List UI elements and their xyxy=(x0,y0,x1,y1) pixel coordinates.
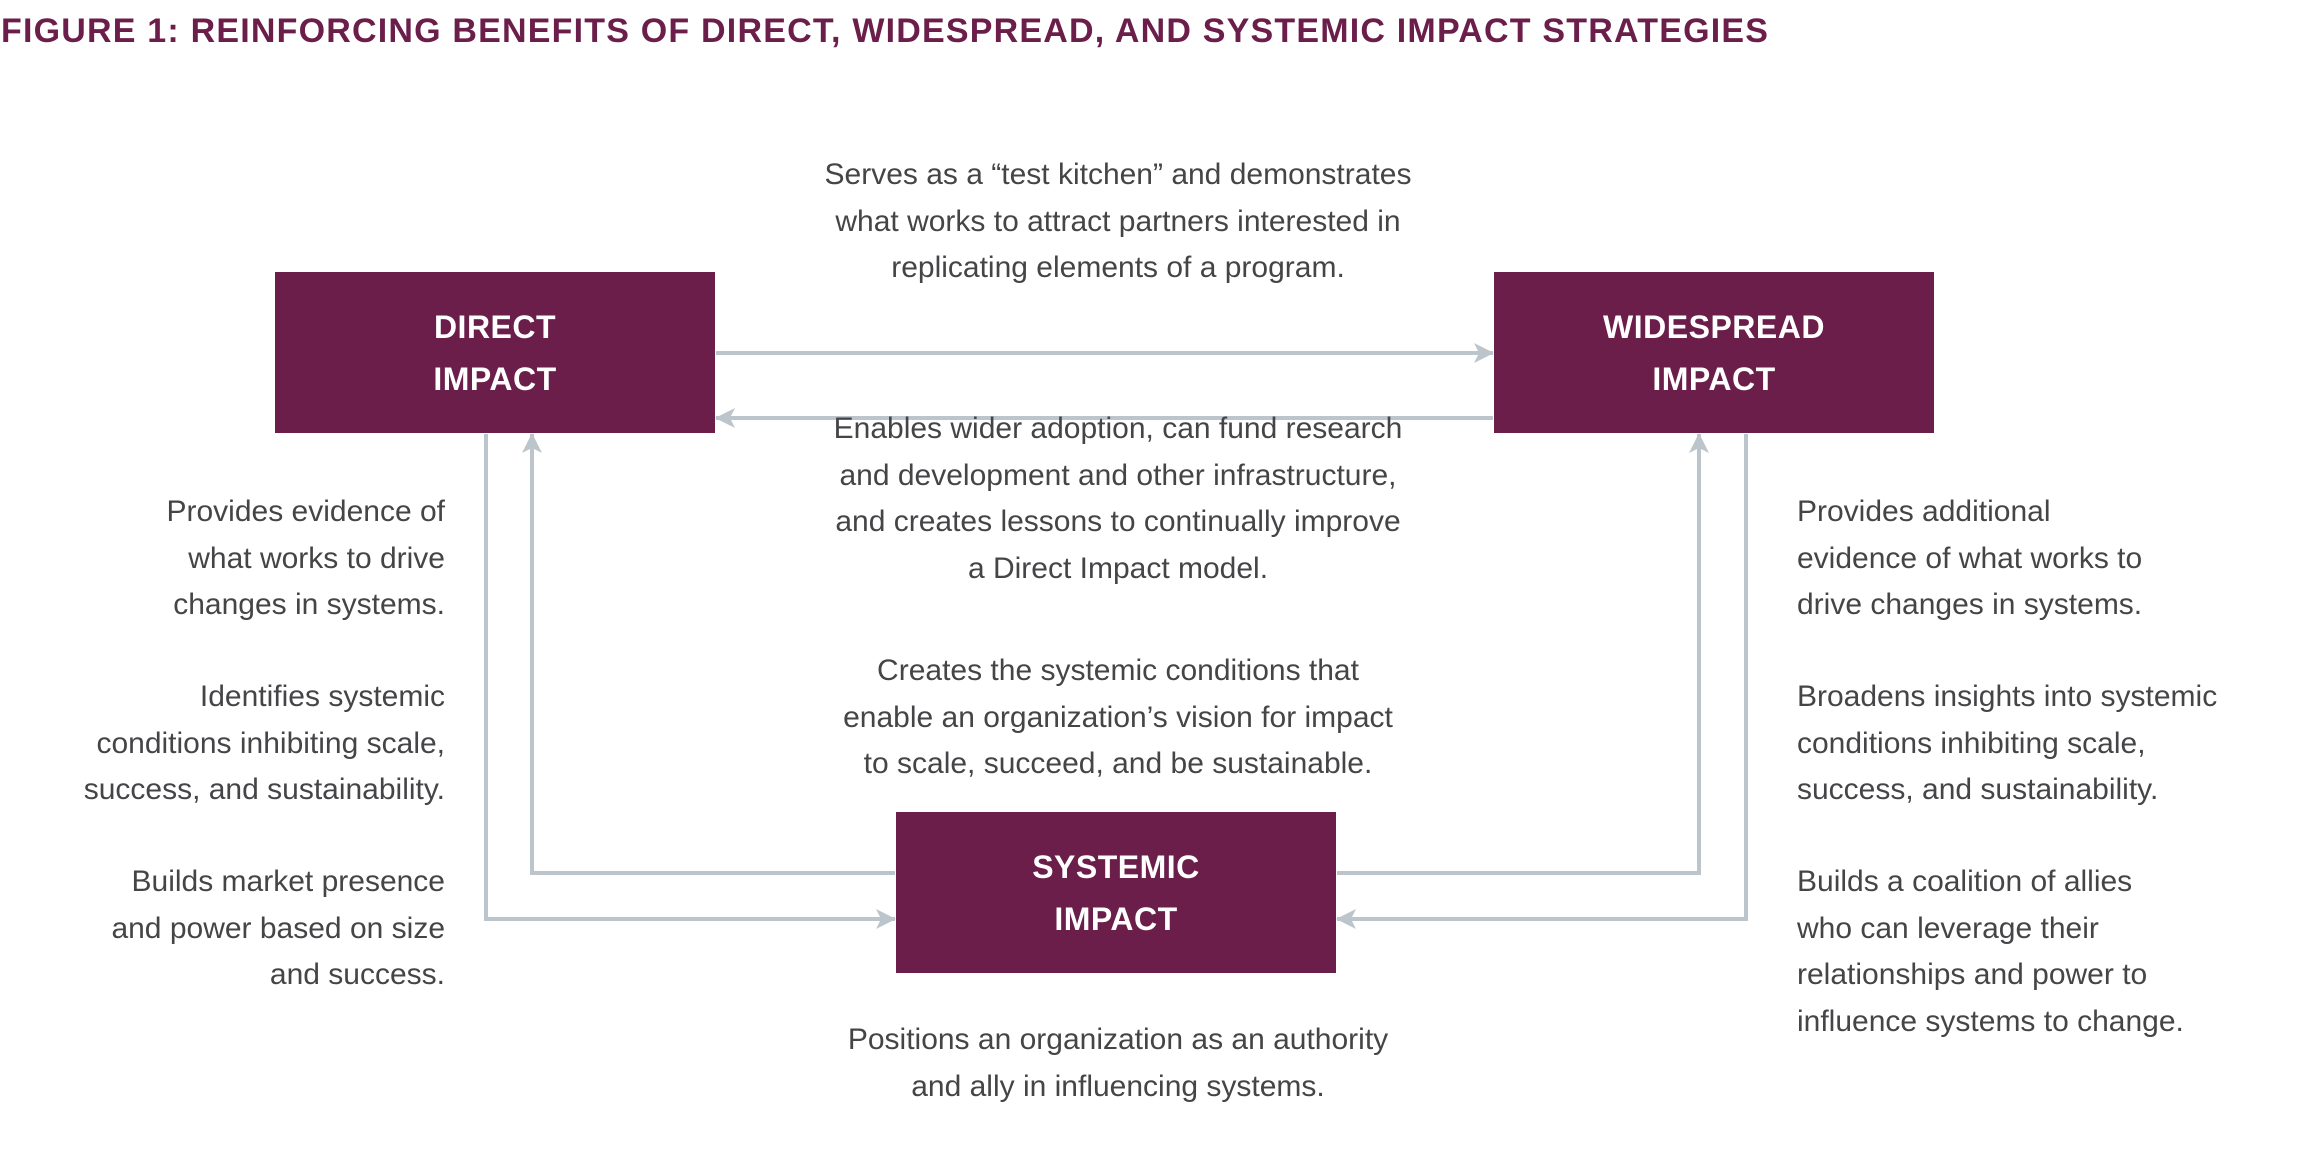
arrow-systemic-to-direct xyxy=(522,433,895,875)
arrow-systemic-to-widespread xyxy=(1337,433,1709,875)
systemic-impact-box: SYSTEMIC IMPACT xyxy=(896,812,1336,973)
annotation-widespread-insights: Broadens insights into systemic conditio… xyxy=(1797,680,2218,806)
figure-title: FIGURE 1: REINFORCING BENEFITS OF DIRECT… xyxy=(1,12,1770,50)
systemic-impact-label: SYSTEMIC IMPACT xyxy=(1032,848,1200,937)
annotation-direct-to-widespread: Serves as a “test kitchen” and demonstra… xyxy=(824,158,1412,284)
arrow-widespread-to-systemic xyxy=(1336,434,1748,929)
widespread-impact-box: WIDESPREAD IMPACT xyxy=(1494,272,1934,433)
annotation-direct-conditions: Identifies systemic conditions inhibitin… xyxy=(83,680,445,806)
annotation-widespread-coalition: Builds a coalition of allies who can lev… xyxy=(1797,865,2184,1038)
widespread-impact-label: WIDESPREAD IMPACT xyxy=(1603,308,1825,397)
arrow-direct-to-systemic xyxy=(484,434,896,929)
direct-impact-label: DIRECT IMPACT xyxy=(433,308,557,397)
annotation-direct-market: Builds market presence and power based o… xyxy=(111,865,445,991)
direct-impact-box: DIRECT IMPACT xyxy=(275,272,715,433)
annotation-direct-evidence: Provides evidence of what works to drive… xyxy=(166,495,446,621)
annotation-widespread-evidence: Provides additional evidence of what wor… xyxy=(1797,495,2143,621)
annotation-systemic-conditions: Creates the systemic conditions that ena… xyxy=(843,654,1393,780)
annotation-systemic-benefit: Positions an organization as an authorit… xyxy=(847,1023,1389,1103)
annotation-widespread-to-direct: Enables wider adoption, can fund researc… xyxy=(833,412,1403,585)
